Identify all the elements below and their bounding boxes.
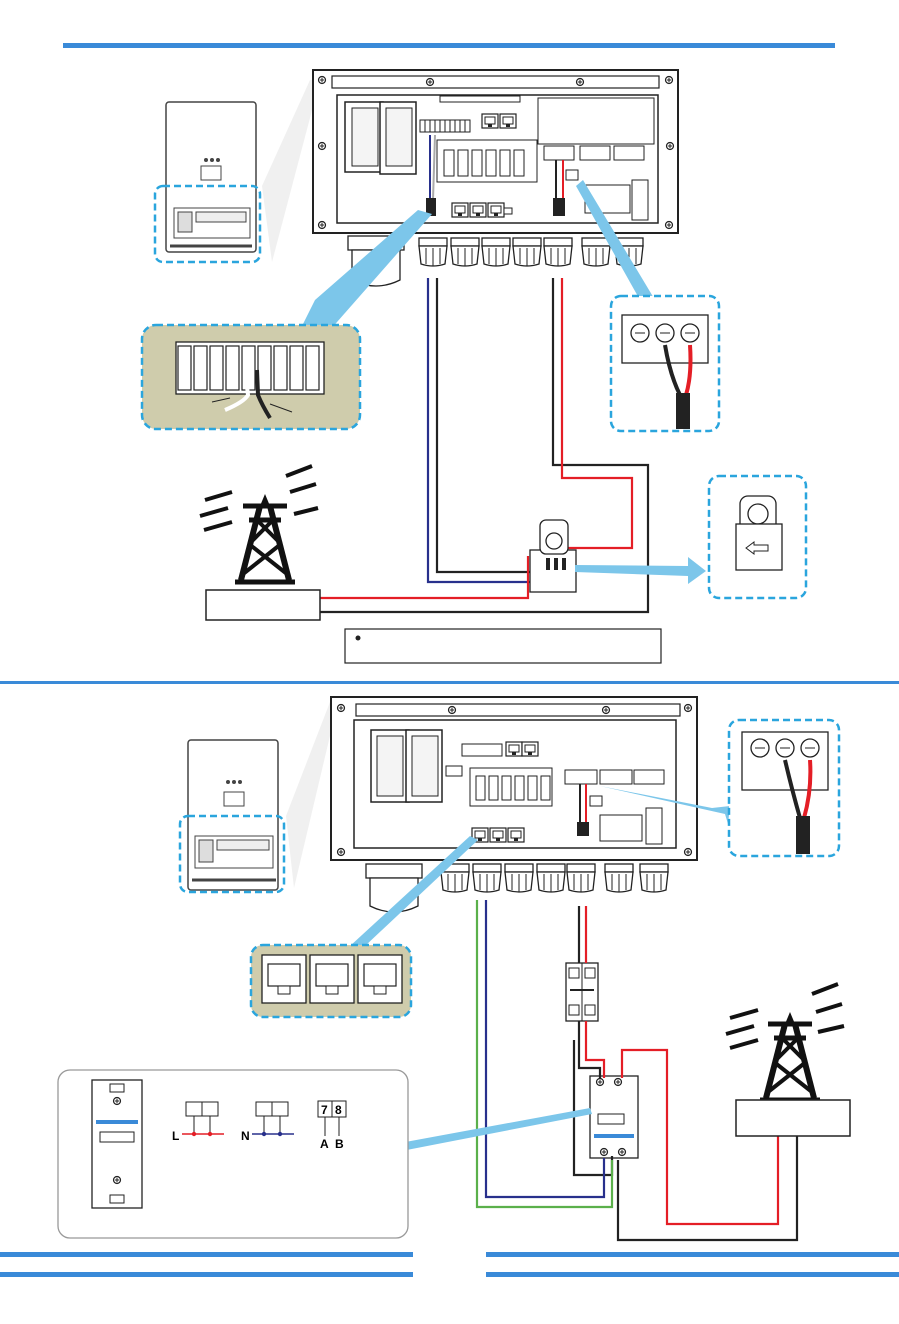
ct-clamp-icon — [530, 520, 576, 592]
grid-terminal-callout-top — [611, 296, 719, 431]
meter-label-B: B — [335, 1137, 344, 1151]
breaker-icon — [566, 963, 598, 1021]
meter-detail-callout: L N 7 8 A B — [58, 1070, 408, 1238]
meter-label-N: N — [241, 1129, 250, 1143]
meter-label-A: A — [320, 1137, 329, 1151]
meter-terminal-8: 8 — [335, 1103, 342, 1117]
cable-glands-bottom — [366, 864, 668, 912]
rj45-port-icon — [262, 955, 402, 1003]
footer-bar-left-1 — [0, 1252, 413, 1257]
header-accent-bar — [63, 43, 835, 48]
footer-bar-right-1 — [486, 1252, 899, 1257]
footer-bar-right-2 — [486, 1272, 899, 1277]
note-box — [345, 629, 661, 663]
wires-top — [320, 278, 648, 612]
wires-bottom — [477, 900, 797, 1240]
inverter-wiring-box — [313, 70, 678, 233]
inverter-icon — [166, 102, 256, 252]
section-divider-bar — [0, 681, 899, 684]
grid-terminal-callout-bottom — [729, 720, 839, 856]
transmission-tower-icon — [200, 466, 318, 582]
ct-clamp-callout — [709, 476, 806, 598]
terminal-strip-callout — [142, 325, 360, 429]
inverter-wiring-box-bottom — [331, 697, 697, 860]
footer-bar-left-2 — [0, 1272, 413, 1277]
rj45-callout — [251, 945, 411, 1017]
meter-label-L: L — [172, 1129, 179, 1143]
meter-icon — [590, 1076, 638, 1158]
grid-box-bottom — [736, 1100, 850, 1136]
transmission-tower-icon — [726, 984, 844, 1100]
grid-box-top — [206, 590, 320, 620]
meter-terminal-7: 7 — [321, 1103, 328, 1117]
